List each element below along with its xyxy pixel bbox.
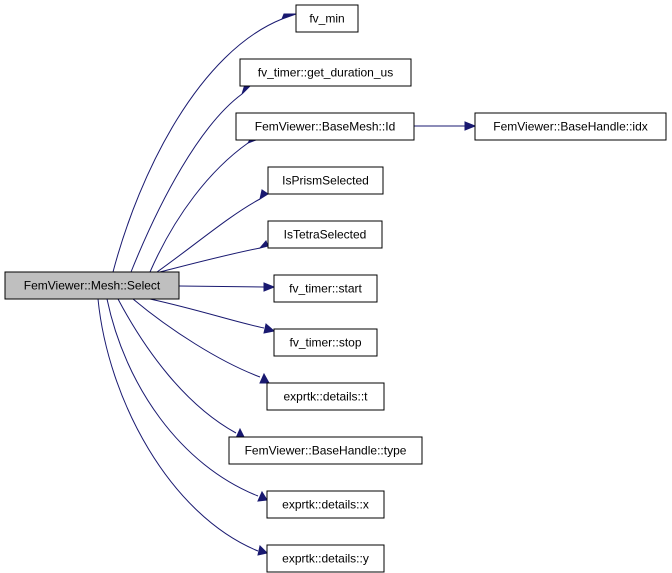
arrowhead-istetra [258, 240, 269, 249]
arrowhead-timer_start [263, 282, 276, 292]
node-timer_start[interactable]: fv_timer::start [273, 274, 378, 303]
node-label-basehandle_idx: FemViewer::BaseHandle::idx [493, 120, 648, 134]
node-basemesh_id[interactable]: FemViewer::BaseMesh::Id [235, 112, 415, 141]
node-box-details_y [266, 544, 385, 573]
node-fv_min[interactable]: fv_min [295, 4, 359, 33]
arrowhead-details_t [259, 372, 270, 384]
node-label-timer_start: fv_timer::start [289, 282, 362, 296]
node-label-details_x: exprtk::details::x [282, 498, 369, 512]
node-box-basemesh_id [235, 112, 415, 141]
node-basehandle_type[interactable]: FemViewer::BaseHandle::type [228, 436, 423, 465]
node-basehandle_idx[interactable]: FemViewer::BaseHandle::idx [474, 112, 667, 141]
node-istetra[interactable]: IsTetraSelected [267, 220, 383, 249]
node-label-get_duration: fv_timer::get_duration_us [258, 66, 393, 80]
node-details_t[interactable]: exprtk::details::t [266, 382, 385, 411]
arrowhead-timer_stop [263, 323, 276, 334]
node-box-details_t [266, 382, 385, 411]
edges-layer [97, 13, 477, 556]
node-box-get_duration [239, 58, 412, 87]
edge-root-to-get_duration [130, 93, 243, 273]
edge-root-to-isprism [156, 198, 261, 273]
edge-root-to-basehandle_type [117, 298, 237, 434]
edge-root-to-timer_start [178, 285, 265, 288]
arrowhead-details_y [257, 545, 268, 556]
node-label-isprism: IsPrismSelected [282, 174, 369, 188]
node-get_duration[interactable]: fv_timer::get_duration_us [239, 58, 412, 87]
nodes-layer: FemViewer::Mesh::Select fv_minfv_timer::g… [4, 4, 667, 573]
node-isprism[interactable]: IsPrismSelected [267, 166, 384, 195]
node-label-root: FemViewer::Mesh::Select [24, 279, 161, 293]
node-label-basemesh_id: FemViewer::BaseMesh::Id [255, 120, 396, 134]
node-box-fv_min [295, 4, 359, 33]
edge-root-to-details_x [106, 298, 259, 497]
node-box-timer_start [273, 274, 378, 303]
node-box-timer_stop [273, 328, 378, 357]
node-root[interactable]: FemViewer::Mesh::Select [4, 271, 180, 300]
edge-root-to-timer_stop [149, 298, 265, 329]
node-box-basehandle_idx [474, 112, 667, 141]
edge-root-to-istetra [159, 247, 261, 273]
edge-root-to-details_t [132, 298, 261, 378]
node-box-details_x [266, 490, 385, 519]
arrowhead-details_x [257, 490, 268, 502]
node-label-details_y: exprtk::details::y [282, 552, 369, 566]
edge-root-to-details_y [97, 298, 259, 552]
node-box-basehandle_type [228, 436, 423, 465]
node-box-istetra [267, 220, 383, 249]
node-details_x[interactable]: exprtk::details::x [266, 490, 385, 519]
node-label-basehandle_type: FemViewer::BaseHandle::type [245, 444, 407, 458]
node-label-istetra: IsTetraSelected [284, 228, 367, 242]
node-box-isprism [267, 166, 384, 195]
node-timer_stop[interactable]: fv_timer::stop [273, 328, 378, 357]
node-details_y[interactable]: exprtk::details::y [266, 544, 385, 573]
arrowhead-fv_min [281, 13, 297, 20]
node-box-root [4, 271, 180, 300]
arrowhead-isprism [259, 189, 269, 201]
node-label-timer_stop: fv_timer::stop [289, 336, 361, 350]
arrowhead-basehandle_idx [464, 121, 477, 131]
node-label-fv_min: fv_min [309, 12, 344, 26]
node-label-details_t: exprtk::details::t [283, 390, 368, 404]
edge-root-to-fv_min [112, 18, 283, 273]
edge-root-to-basemesh_id [149, 142, 249, 273]
